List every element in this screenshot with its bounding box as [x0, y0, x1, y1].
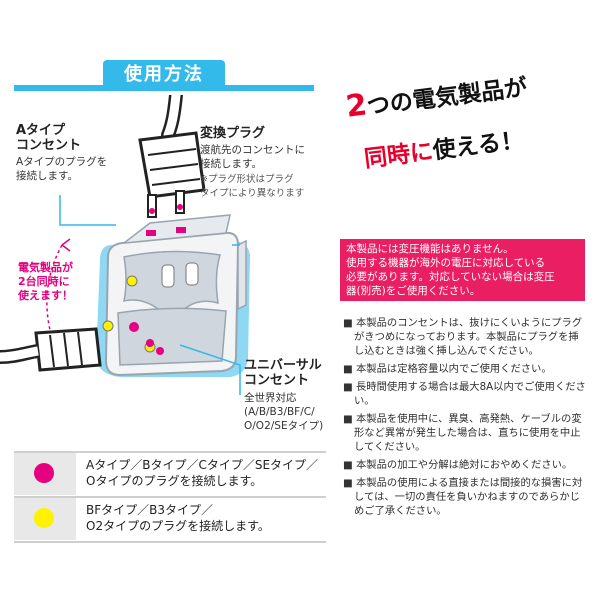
catchphrase-line-1: 2つの電気製品が: [344, 62, 577, 125]
adapter-illustration: [0, 95, 250, 395]
two-devices-line-3: 使えます！: [18, 289, 73, 302]
conversion-plug-body-1: 渡航先のコンセントに: [200, 144, 305, 156]
voltage-notice: 本製品には変圧機能はありません。 使用する機器が海外の電圧に対応している 必要が…: [340, 239, 585, 301]
plug-type-legend: Aタイプ／Bタイプ／Cタイプ／SEタイプ／ Oタイプのプラグを接続します。 BF…: [14, 451, 326, 543]
magenta-dot-icon: [34, 463, 54, 483]
a-outlet-title-1: Aタイプ: [16, 123, 66, 138]
legend-divider: [14, 451, 326, 453]
legend-text: BFタイプ／B3タイプ／ O2タイプのプラグを接続します。: [86, 503, 270, 533]
caution-item: ■ 長時間使用する場合は最大8A以内でご使用ください。: [343, 381, 586, 407]
conversion-plug: [138, 131, 206, 218]
notice-line-2: 使用する機器が海外の電圧に対応している: [346, 257, 546, 269]
two-devices-label: 電気製品が 2台同時に 使えます！: [18, 261, 98, 303]
two-devices-line-2: 2台同時に: [18, 275, 70, 288]
universal-body-2: (A/B/B3/BF/C/: [244, 406, 315, 418]
notice-line-4: 器(別売)をご使用ください。: [346, 285, 481, 297]
a-outlet-title-2: コンセント: [16, 138, 82, 153]
notice-line-1: 本製品には変圧機能はありません。: [346, 243, 514, 255]
notice-line-3: 必要があります。対応していない場合は変圧: [346, 271, 555, 283]
legend-row-magenta: Aタイプ／Bタイプ／Cタイプ／SEタイプ／ Oタイプのプラグを接続します。: [14, 453, 326, 495]
universal-title-2: コンセント: [244, 373, 310, 388]
caution-item: ■ 本製品を使用中に、異臭、高発熱、ケーブルの変形など異常が発生した場合は、直ち…: [343, 413, 582, 453]
universal-body-3: O/O2/SEタイプ): [244, 420, 324, 432]
catch-line1-rest: つの電気製品が: [365, 74, 529, 121]
legend-swatch-cell: [14, 498, 76, 540]
conversion-plug-note-1: ※プラグ形状はプラグ: [200, 174, 294, 185]
legend-divider: [14, 496, 326, 498]
a-outlet-body-2: 接続します。: [16, 170, 78, 182]
catch-line2-rest: 使える！: [431, 127, 526, 165]
legend-divider: [14, 541, 326, 543]
catch-number: 2: [344, 87, 369, 125]
legend-text: Aタイプ／Bタイプ／Cタイプ／SEタイプ／ Oタイプのプラグを接続します。: [86, 458, 319, 488]
catchphrase-line-2: 同時に使える！: [362, 113, 585, 174]
caution-item: ■ 本製品は定格容量以内でご使用ください。: [343, 363, 552, 375]
conversion-plug-title: 変換プラグ: [200, 126, 266, 141]
a-outlet-body-1: Aタイプのプラグを: [16, 156, 108, 168]
a-outlet-label: Aタイプ コンセント Aタイプのプラグを 接続します。: [16, 123, 151, 183]
universal-title-1: ユニバーサル: [244, 358, 322, 373]
caution-item: ■ 本製品の使用による直接または間接的な損害に対しては、一切の責任を負いかねます…: [343, 477, 583, 517]
page-title: 使用方法: [103, 60, 225, 90]
caution-item: ■ 本製品の加工や分解は絶対におやめください。: [343, 459, 573, 471]
universal-body-1: 全世界対応: [244, 392, 297, 404]
legend-swatch-cell: [14, 453, 76, 495]
conversion-plug-note-2: タイプにより異なります: [200, 188, 305, 199]
two-devices-line-1: 電気製品が: [18, 261, 73, 274]
caution-item: ■ 本製品のコンセントは、抜けにくいようにプラグがきつめになっております。本製品…: [343, 317, 583, 357]
conversion-plug-label: 変換プラグ 渡航先のコンセントに 接続します。 ※プラグ形状はプラグ タイプによ…: [200, 126, 340, 201]
yellow-dot-icon: [34, 508, 54, 528]
caution-list: ■ 本製品のコンセントは、抜けにくいようにプラグがきつめになっております。本製品…: [343, 316, 588, 522]
catch-line2-red: 同時に: [362, 138, 435, 173]
conversion-plug-body-2: 接続します。: [200, 158, 262, 170]
universal-outlet-label: ユニバーサル コンセント 全世界対応 (A/B/B3/BF/C/ O/O2/SE…: [244, 358, 344, 433]
legend-row-yellow: BFタイプ／B3タイプ／ O2タイプのプラグを接続します。: [14, 498, 326, 540]
